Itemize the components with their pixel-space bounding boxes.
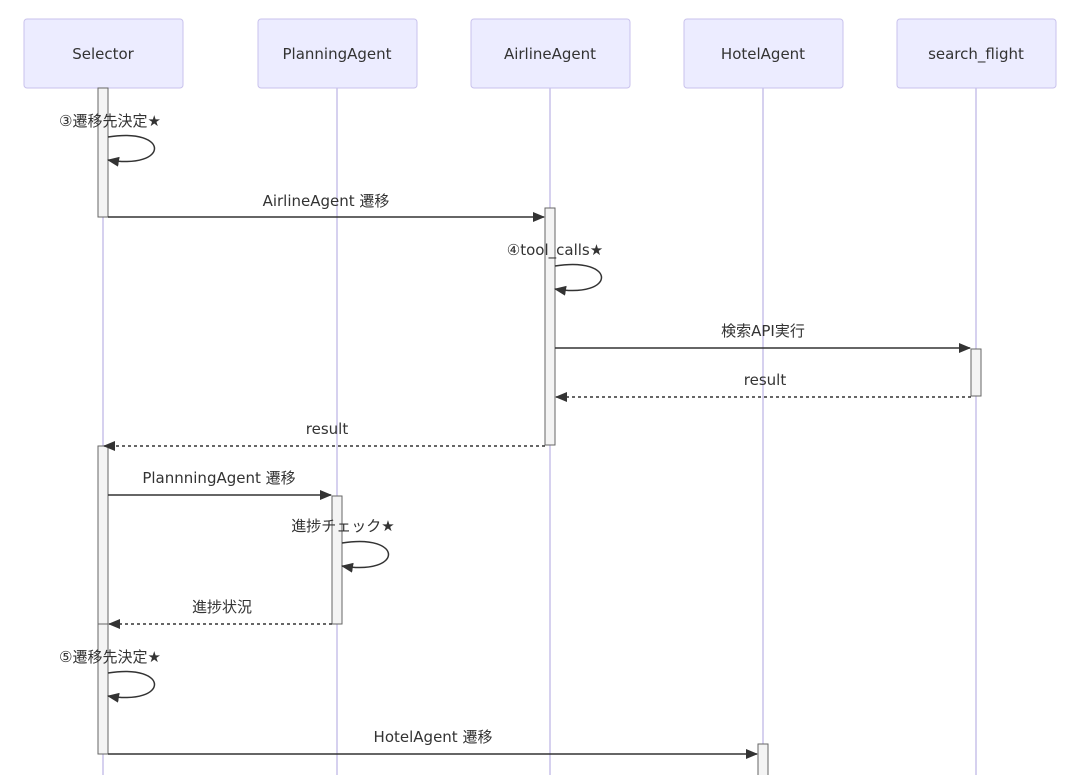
actor-planning: PlanningAgent xyxy=(257,18,418,89)
message-planning-to-selector: 進捗状況 xyxy=(108,598,332,629)
message-label: HotelAgent 遷移 xyxy=(374,728,493,746)
activation-selector-3 xyxy=(97,623,109,755)
message-self-selector-1: ③遷移先決定★ xyxy=(59,112,161,167)
activation-selector-1 xyxy=(97,87,109,218)
message-label: PlannningAgent 遷移 xyxy=(142,469,295,487)
actor-selector: Selector xyxy=(23,18,184,89)
message-label: 検索API実行 xyxy=(721,322,805,340)
message-self-planning: 進捗チェック★ xyxy=(291,517,395,573)
actor-search: search_flight xyxy=(896,18,1057,89)
lifelines xyxy=(102,88,977,775)
message-label: result xyxy=(744,371,787,389)
message-selector-to-airline: AirlineAgent 遷移 xyxy=(108,192,545,222)
actor-label-planning: PlanningAgent xyxy=(282,45,391,63)
message-self-selector-2: ⑤遷移先決定★ xyxy=(59,648,161,703)
message-self-airline: ④tool_calls★ xyxy=(507,241,603,296)
message-airline-to-search: 検索API実行 xyxy=(555,322,971,353)
activation-airline xyxy=(544,207,556,446)
message-search-to-airline: result xyxy=(555,371,971,402)
message-label: ④tool_calls★ xyxy=(507,241,603,260)
actor-hotel: HotelAgent xyxy=(683,18,844,89)
actor-label-search: search_flight xyxy=(928,45,1024,64)
messages: ③遷移先決定★ AirlineAgent 遷移 ④tool_calls★ 検索A… xyxy=(59,112,971,759)
actor-label-airline: AirlineAgent xyxy=(504,45,596,63)
actors: Selector PlanningAgent AirlineAgent Hote… xyxy=(23,18,1057,89)
message-label: result xyxy=(306,420,349,438)
activations xyxy=(97,87,982,775)
message-selector-to-planning: PlannningAgent 遷移 xyxy=(108,469,332,500)
message-label: 進捗状況 xyxy=(192,598,252,616)
activation-planning xyxy=(331,495,343,625)
message-label: ⑤遷移先決定★ xyxy=(59,648,161,666)
activation-search xyxy=(970,348,982,397)
actor-label-hotel: HotelAgent xyxy=(721,45,805,63)
message-airline-to-selector: result xyxy=(103,420,545,451)
message-label: AirlineAgent 遷移 xyxy=(263,192,390,210)
message-selector-to-hotel: HotelAgent 遷移 xyxy=(108,728,758,759)
activation-hotel xyxy=(757,743,769,775)
actor-label-selector: Selector xyxy=(72,45,134,63)
message-label: 進捗チェック★ xyxy=(291,517,394,535)
message-label: ③遷移先決定★ xyxy=(59,112,161,130)
actor-airline: AirlineAgent xyxy=(470,18,631,89)
